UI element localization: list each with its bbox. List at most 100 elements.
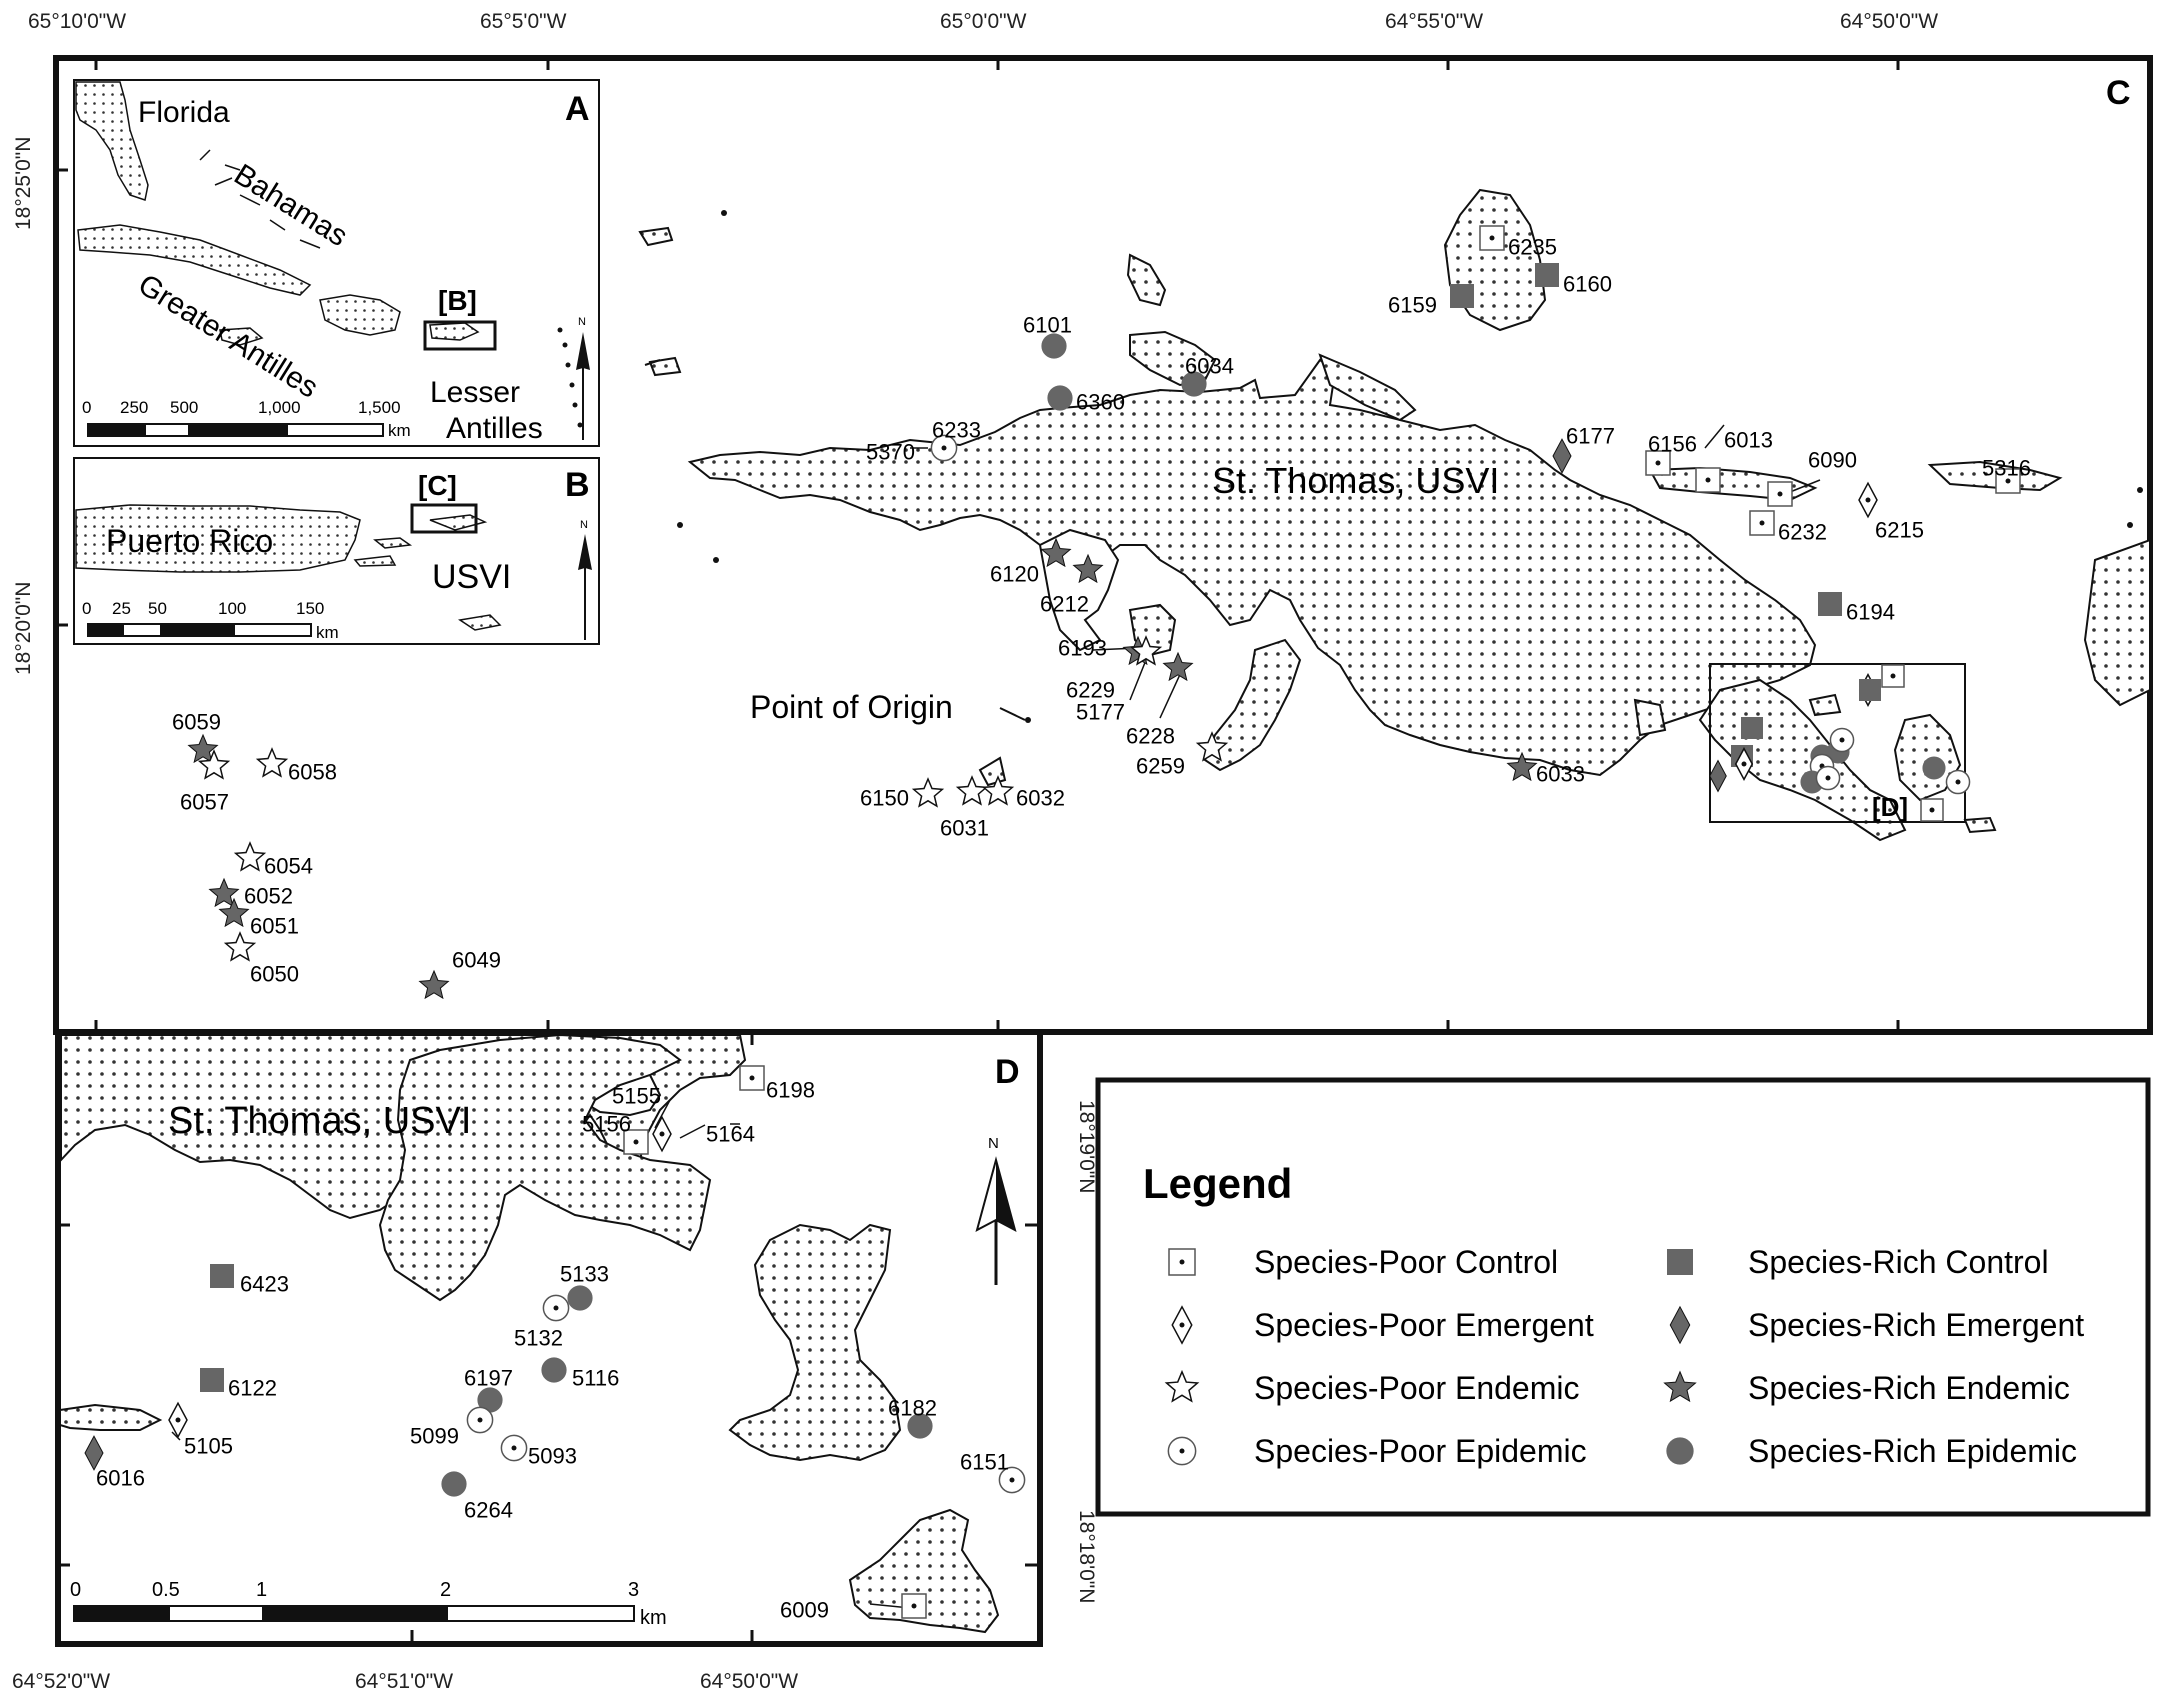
- panel-c-inset-d-box: [1709, 663, 1966, 823]
- panel-c-site-5316: 5316: [1982, 456, 2031, 494]
- panel-d-site-label: 5155: [612, 1084, 661, 1109]
- panel-d-marker-rich-epidemic: [441, 1471, 467, 1497]
- panel-d-site-5105: 5105: [168, 1401, 233, 1459]
- panel-c-site-label: 6059: [172, 710, 221, 735]
- panel-d-site-5093: 5093: [500, 1434, 577, 1469]
- panel-d-site-label: 5105: [184, 1434, 233, 1459]
- panel-d-marker-poor-emergent: [168, 1401, 188, 1439]
- panel-d-site-label: 6016: [96, 1466, 145, 1491]
- panel-c-marker-rich-endemic: [1040, 537, 1072, 568]
- panel-c-site-6090: 6090: [1767, 448, 1857, 507]
- panel-b-scale-0: 0: [82, 599, 91, 618]
- panel-a-label-antilles: Antilles: [446, 412, 543, 445]
- panel-d-site-label: 6009: [780, 1598, 829, 1623]
- bottom-lon-label-0: 64°52'0"W: [12, 1670, 110, 1693]
- panel-d-site-label: 6197: [464, 1366, 513, 1391]
- panel-c-island-label: St. Thomas, USVI: [1212, 460, 1499, 501]
- panel-d-site-6198: 6198: [739, 1065, 815, 1103]
- panel-c-marker-rich-control: [1818, 592, 1842, 616]
- panel-a-scale-3: 1,000: [258, 398, 301, 417]
- panel-c-site-6013: 6013: [1695, 428, 1773, 493]
- panel-c-marker-rich-emergent: [1552, 438, 1572, 474]
- legend-label: Species-Poor Endemic: [1254, 1370, 1579, 1406]
- legend-label: Species-Rich Emergent: [1748, 1307, 2084, 1343]
- panel-c-site-6229: 6229: [1066, 635, 1163, 703]
- panel-c-marker-rich-endemic: [1162, 651, 1194, 682]
- panel-c-site-label: 6212: [1040, 592, 1089, 617]
- legend-label: Species-Poor Emergent: [1254, 1307, 1594, 1343]
- panel-d-site-label: 6423: [240, 1272, 289, 1297]
- panel-c-site-6058: 6058: [255, 747, 337, 785]
- panel-b-map: Puerto Rico [C] USVI B 0 25 50 100 150 k…: [73, 457, 600, 645]
- panel-d-site-5132: 5132: [514, 1294, 570, 1351]
- panel-c-site-label: 6150: [860, 786, 909, 811]
- panel-c-inset-marker-rich-epidemic: [1922, 756, 1946, 780]
- panel-c-site-6032: 6032: [981, 775, 1065, 811]
- panel-d-scale-1: 0.5: [152, 1579, 180, 1601]
- panel-c-marker-rich-endemic: [208, 877, 240, 908]
- legend-symbol-poor-endemic: [1164, 1369, 1200, 1403]
- panel-c-site-label: 5370: [866, 440, 915, 465]
- panel-c-site-label: 6159: [1388, 293, 1437, 318]
- panel-d-scale-bar: 0 0.5 1 2 3 km: [70, 1579, 667, 1629]
- panel-b-scale-unit: km: [316, 623, 339, 642]
- panel-d-scale-2: 1: [256, 1579, 267, 1601]
- panel-d-site-label: 5132: [514, 1326, 563, 1351]
- panel-c-site-label: 6049: [452, 948, 501, 973]
- panel-c-site-label: 6160: [1563, 272, 1612, 297]
- panel-c-site-5177: 5177: [1076, 700, 1125, 725]
- top-lon-label-4: 64°50'0"W: [1840, 10, 1938, 33]
- legend-symbol-poor-control: [1168, 1248, 1196, 1276]
- panel-c-site-6233: 6233: [930, 418, 981, 462]
- panel-c-marker-poor-control: [1749, 510, 1775, 536]
- panel-d-site-5156: 5156: [582, 1112, 649, 1155]
- legend-label: Species-Poor Control: [1254, 1244, 1558, 1280]
- panel-d-site-6122: 6122: [200, 1368, 277, 1401]
- coordinate-labels: 65°10'0"W 65°5'0"W 65°0'0"W 64°55'0"W 64…: [12, 10, 1938, 1693]
- legend-label: Species-Poor Epidemic: [1254, 1433, 1587, 1469]
- panel-c-site-6160: 6160: [1535, 263, 1612, 297]
- panel-d-marker-poor-control: [901, 1593, 927, 1619]
- panel-c-site-label: 6194: [1846, 600, 1895, 625]
- panel-d-site-6016: 6016: [84, 1435, 145, 1491]
- panel-d-site-label: 6198: [766, 1078, 815, 1103]
- panel-d-site-6182: 6182: [888, 1396, 937, 1439]
- left-lat-label-1: 18°20'0"N: [12, 582, 35, 675]
- panel-c-site-6150: 6150: [860, 777, 945, 811]
- panel-a-scale-4: 1,500: [358, 398, 401, 417]
- panel-a-box-b: [423, 320, 497, 351]
- panel-c-inset-marker-poor-epidemic: [1815, 765, 1841, 791]
- panel-d-site-label: 5156: [582, 1112, 631, 1137]
- panel-d-marker-poor-control: [739, 1065, 765, 1091]
- panel-d-site-6151: 6151: [960, 1450, 1026, 1494]
- panel-b-label-c: [C]: [418, 470, 457, 501]
- panel-d-north-label: N: [988, 1135, 999, 1152]
- panel-c-site-label: 6051: [250, 914, 299, 939]
- panel-c-site-label: 6058: [288, 760, 337, 785]
- panel-c-marker-poor-epidemic: [930, 434, 958, 462]
- panel-c-site-6059: 6059: [172, 710, 221, 764]
- panel-c-marker-rich-epidemic: [1181, 371, 1207, 397]
- panel-c-marker-poor-endemic: [223, 931, 257, 962]
- panel-c-site-label: 6193: [1058, 636, 1107, 661]
- legend-item-rich-emergent: Species-Rich Emergent: [1669, 1305, 2084, 1345]
- panel-c-site-6120: 6120: [990, 537, 1072, 587]
- bottom-lon-label-1: 64°51'0"W: [355, 1670, 453, 1693]
- panel-c-site-6057: 6057: [180, 749, 231, 815]
- legend-label: Species-Rich Control: [1748, 1244, 2049, 1280]
- panel-c-marker-poor-control: [1767, 481, 1793, 507]
- panel-c-marker-rich-epidemic: [1041, 333, 1067, 359]
- panel-c-site-label: 6233: [932, 418, 981, 443]
- panel-a-scale-1: 250: [120, 398, 148, 417]
- panel-d-scale-3: 2: [440, 1579, 451, 1601]
- panel-c-site-6034: 6034: [1181, 354, 1234, 397]
- panel-c-site-6049: 6049: [418, 948, 501, 1000]
- bottom-lon-label-2: 64°50'0"W: [700, 1670, 798, 1693]
- legend-symbol-rich-control: [1667, 1249, 1693, 1275]
- legend-item-poor-emergent: Species-Poor Emergent: [1171, 1305, 1594, 1345]
- panel-d-marker-poor-epidemic: [998, 1466, 1026, 1494]
- panel-c-site-label: 6033: [1536, 762, 1585, 787]
- panel-b-box-c: [410, 503, 478, 534]
- top-lon-label-1: 65°5'0"W: [480, 10, 567, 33]
